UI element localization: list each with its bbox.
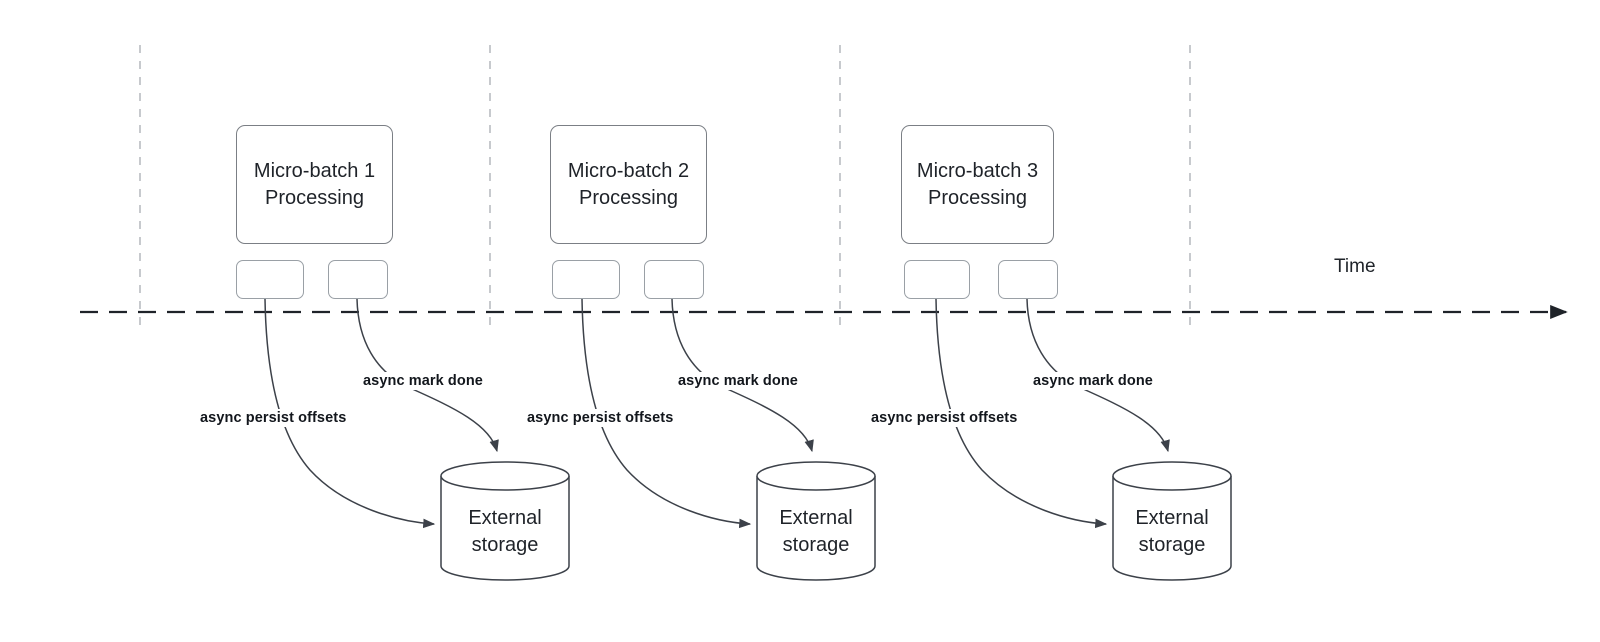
- external-storage-shape-1: [440, 461, 570, 581]
- tick-box-markdone-2[interactable]: [644, 260, 704, 299]
- persist-offsets-arrow-3: [935, 298, 1108, 529]
- persist-offsets-arrow-1: [264, 298, 436, 529]
- micro-batch-box-2[interactable]: Micro-batch 2 Processing: [550, 125, 707, 244]
- edge-label-mark-done-1: async mark done: [361, 372, 485, 390]
- micro-batch-box-1[interactable]: Micro-batch 1 Processing: [236, 125, 393, 244]
- external-storage-shape-3: [1112, 461, 1232, 581]
- edge-label-mark-done-2: async mark done: [676, 372, 800, 390]
- edge-label-mark-done-3: async mark done: [1031, 372, 1155, 390]
- tick-box-persist-2[interactable]: [552, 260, 620, 299]
- edge-label-persist-offsets-3: async persist offsets: [869, 409, 1020, 427]
- tick-box-markdone-1[interactable]: [328, 260, 388, 299]
- edge-label-persist-offsets-1: async persist offsets: [198, 409, 349, 427]
- persist-offsets-arrow-2: [581, 298, 752, 529]
- tick-box-persist-3[interactable]: [904, 260, 970, 299]
- external-storage-shape-2: [756, 461, 876, 581]
- tick-box-persist-1[interactable]: [236, 260, 304, 299]
- edge-label-persist-offsets-2: async persist offsets: [525, 409, 676, 427]
- micro-batch-box-3[interactable]: Micro-batch 3 Processing: [901, 125, 1054, 244]
- time-axis-label: Time: [1334, 256, 1376, 277]
- tick-box-markdone-3[interactable]: [998, 260, 1058, 299]
